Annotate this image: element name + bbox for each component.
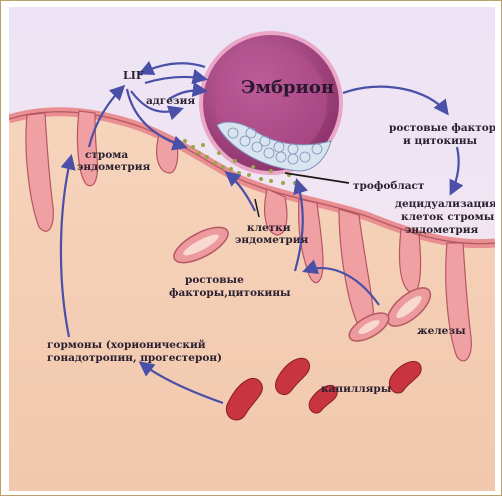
capillaries-label: капилляры <box>321 383 392 395</box>
lif-label: LIF <box>123 69 144 82</box>
trophoblast-label: трофобласт <box>353 180 425 192</box>
hormones-label: гормоны (хорионический гонадотропин, про… <box>47 339 222 364</box>
implantation-diagram: Эмбрион LIF адгезия строма эндометрия ро… <box>9 7 495 491</box>
glands-label: железы <box>417 325 466 337</box>
adhesion-label: адгезия <box>146 95 195 107</box>
embryo-label: Эмбрион <box>241 77 334 98</box>
embryo <box>201 33 341 173</box>
